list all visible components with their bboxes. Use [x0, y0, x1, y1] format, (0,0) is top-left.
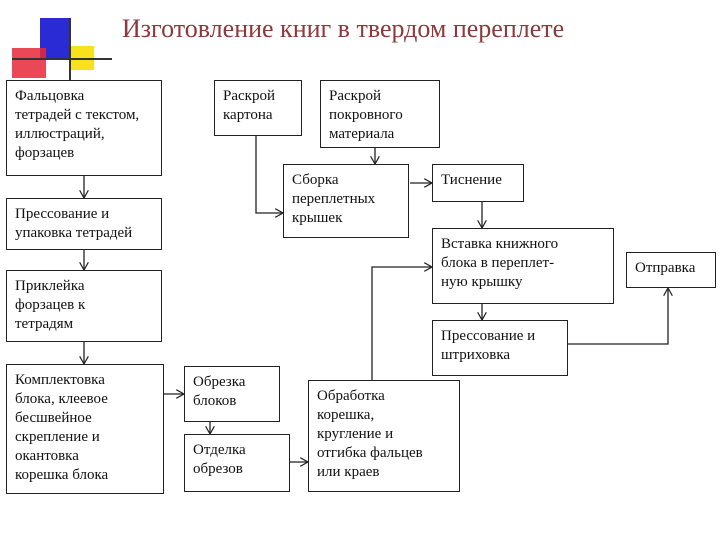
box-shipping: Отправка: [626, 252, 716, 288]
logo-horizontal-line: [12, 58, 112, 60]
box-spine-processing: Обработка корешка, кругление и отгибка ф…: [308, 380, 460, 492]
arrow-cardboard-to-cover: [255, 136, 283, 213]
box-cover-material-cut: Раскрой покровного материала: [320, 80, 440, 148]
page-title: Изготовление книг в твердом переплете: [122, 14, 565, 43]
box-pressing-grooving: Прессование и штриховка: [432, 320, 568, 376]
box-trimming: Обрезка блоков: [184, 366, 280, 422]
arrow-pressing-to-shipping: [568, 288, 668, 345]
logo-vertical-line: [69, 18, 71, 80]
box-casing-in: Вставка книжного блока в переплет- ную к…: [432, 228, 614, 304]
box-cardboard-cut: Раскрой картона: [214, 80, 302, 136]
box-folding: Фальцовка тетрадей с текстом, иллюстраци…: [6, 80, 162, 176]
box-embossing: Тиснение: [432, 164, 524, 202]
box-assembly: Комплектовка блока, клеевое бесшвейное с…: [6, 364, 164, 494]
box-gluing-endpapers: Приклейка форзацев к тетрадям: [6, 270, 162, 342]
decorative-logo: [12, 18, 112, 80]
box-cover-assembly: Сборка переплетных крышек: [283, 164, 409, 238]
box-edge-finishing: Отделка обрезов: [184, 434, 290, 492]
logo-red-square: [12, 48, 46, 78]
arrow-spine-to-casing: [371, 267, 432, 380]
box-pressing-packing: Прессование и упаковка тетрадей: [6, 198, 162, 250]
